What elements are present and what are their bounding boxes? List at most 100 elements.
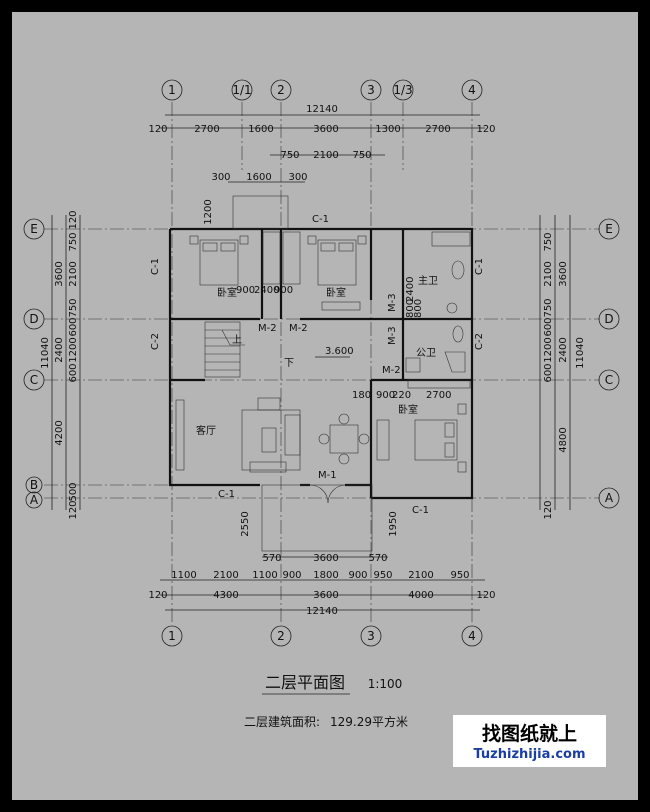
bottom2-3600: 3600 (313, 590, 338, 601)
axis-label-right-a: A (605, 491, 614, 505)
inner-dim-180: 180 (352, 390, 371, 401)
staircase (204, 321, 245, 378)
window-tag-left-1: C-1 (150, 258, 161, 275)
axis-bubbles-left (23, 218, 45, 509)
top3-dim-300-left: 300 (211, 172, 230, 183)
axis-label-top-3: 2 (277, 83, 285, 97)
bottom-dimension-lines (160, 556, 485, 611)
axis-bubbles-right (598, 218, 620, 509)
axis-bubbles-top (161, 79, 483, 101)
window-tag-top: C-1 (312, 214, 329, 225)
axis-label-top-2: 1/1 (232, 83, 251, 97)
bottom1-900a: 900 (282, 570, 301, 581)
door-tag-m2c: M-2 (382, 365, 401, 376)
drawing-sheet (12, 12, 638, 800)
window-tag-left-2: C-2 (150, 333, 161, 350)
axis-label-bottom-1: 1 (168, 629, 176, 643)
left-inner-600a: 600 (68, 317, 79, 336)
left-inner-120: 120 (68, 210, 79, 229)
right-inner-750b: 750 (543, 298, 554, 317)
door-tag-m3b: M-3 (387, 326, 398, 345)
bedroom-2-label: 卧室 (326, 286, 346, 299)
axis-label-bottom-4: 4 (468, 629, 476, 643)
right-inner-120: 120 (543, 500, 554, 519)
bedroom-3-label: 卧室 (398, 403, 418, 416)
window-tag-bottom-right: C-1 (412, 505, 429, 516)
left-outer-3600: 3600 (54, 261, 65, 286)
public-bath-fixtures (405, 325, 466, 373)
entry-570-left: 570 (262, 553, 281, 564)
axis-label-bottom-3: 3 (367, 629, 375, 643)
bottom1-1800: 1800 (313, 570, 338, 581)
axis-label-right-d: D (604, 312, 613, 326)
top-dim-2700-right: 2700 (425, 124, 450, 135)
exterior-walls (168, 195, 474, 552)
left-outer-4200: 4200 (54, 420, 65, 445)
axis-grid (44, 102, 600, 625)
top-dim-120-left: 120 (148, 124, 167, 135)
left-inner-120b: 120 (68, 500, 79, 519)
door-tag-m2b: M-2 (289, 323, 308, 334)
axis-label-top-5: 1/3 (393, 83, 412, 97)
bottom-total-dim: 12140 (306, 606, 338, 617)
bottom1-900b: 900 (348, 570, 367, 581)
right-total-dim: 11040 (575, 337, 586, 369)
bed-3 (376, 379, 471, 473)
top-dimension-lines (160, 114, 485, 183)
window-tag-right-1: C-1 (474, 258, 485, 275)
area-value: 129.29平方米 (330, 714, 408, 729)
top-dim-1300: 1300 (375, 124, 400, 135)
right-inner-1200: 1200 (543, 337, 554, 362)
door-tag-m2a: M-2 (258, 323, 277, 334)
left-inner-1200: 1200 (68, 337, 79, 362)
living-room-label: 客厅 (196, 424, 216, 437)
watermark-brand: 找图纸就上 Tuzhizhijia.com (453, 715, 606, 767)
door-tag-m3a: M-3 (387, 293, 398, 312)
door-tag-m1: M-1 (318, 470, 337, 481)
top2-dim-2100: 2100 (313, 150, 338, 161)
left-inner-750a: 750 (68, 232, 79, 251)
axis-label-left-a: A (30, 493, 39, 507)
area-label: 二层建筑面积: (244, 714, 320, 729)
top3-dim-300-right: 300 (288, 172, 307, 183)
top-total-dim: 12140 (306, 104, 338, 115)
axis-label-left-c: C (30, 373, 38, 387)
top-dim-1600: 1600 (248, 124, 273, 135)
entry-3600: 3600 (313, 553, 338, 564)
bottom2-120b: 120 (476, 590, 495, 601)
axis-label-right-c: C (605, 373, 613, 387)
bottom1-950a: 950 (373, 570, 392, 581)
axis-bubbles-bottom (161, 625, 483, 647)
right-outer-2400: 2400 (558, 337, 569, 362)
right-inner-2100: 2100 (543, 261, 554, 286)
axis-label-left-b: B (30, 478, 38, 492)
window-tag-right-2: C-2 (474, 333, 485, 350)
inner-dim-800b: 800 (413, 299, 424, 318)
axis-label-top-1: 1 (168, 83, 176, 97)
top2-dim-750-right: 750 (352, 150, 371, 161)
right-outer-3600: 3600 (558, 261, 569, 286)
inner-dim-800a: 800 (405, 299, 416, 318)
bottom2-120a: 120 (148, 590, 167, 601)
stair-up-label: 上 (232, 334, 242, 346)
balcony-depth-dim: 1200 (203, 199, 214, 224)
top-dim-3600: 3600 (313, 124, 338, 135)
brand-chinese: 找图纸就上 (481, 723, 577, 745)
right-outer-4800: 4800 (558, 427, 569, 452)
bottom1-2100b: 2100 (408, 570, 433, 581)
interior-walls (170, 229, 472, 485)
living-furniture (175, 397, 370, 473)
left-outer-2400: 2400 (54, 337, 65, 362)
axis-label-right-e: E (605, 222, 613, 236)
public-bath-label: 公卫 (416, 348, 436, 359)
axis-label-top-6: 4 (468, 83, 476, 97)
top3-dim-1600: 1600 (246, 172, 271, 183)
drawing-scale: 1:100 (368, 677, 403, 691)
bottom1-1100a: 1100 (171, 570, 196, 581)
brand-url: Tuzhizhijia.com (473, 747, 586, 762)
bottom1-1100b: 1100 (252, 570, 277, 581)
right-dimension-lines (539, 215, 571, 510)
entry-depth-1950: 1950 (388, 511, 399, 536)
